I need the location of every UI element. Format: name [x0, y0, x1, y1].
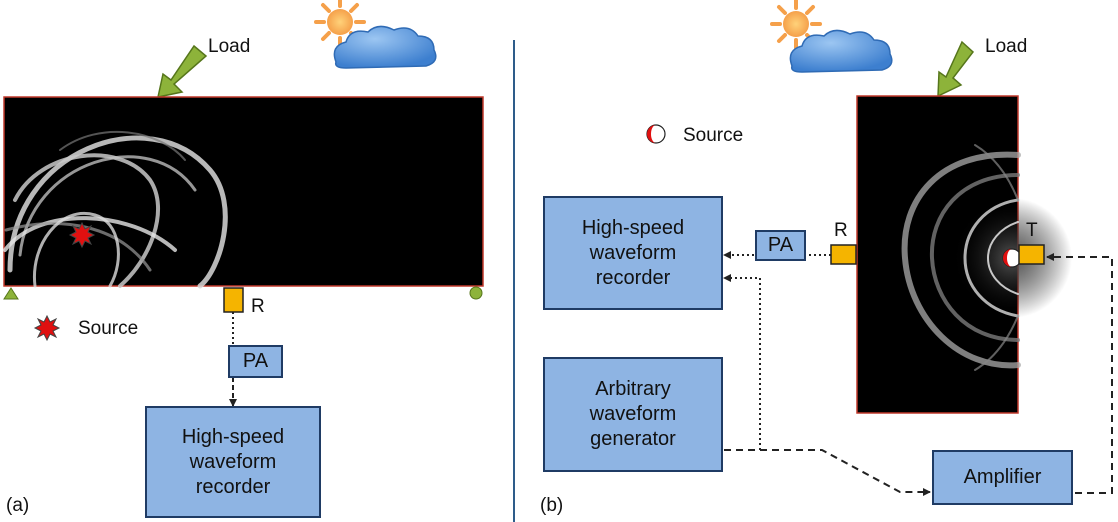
weather-icon-b [770, 0, 893, 73]
preamp-box-a: PA [228, 345, 283, 378]
weather-icon [314, 0, 437, 69]
amplifier-box: Amplifier [932, 450, 1073, 505]
preamp-box-b: PA [755, 230, 806, 261]
panel-tag-a: (a) [6, 495, 30, 516]
load-label-b: Load [985, 36, 1028, 57]
source-legend-icon-b [646, 124, 666, 144]
cloud-icon [333, 25, 437, 69]
receiver-label-a: R [251, 296, 265, 317]
transmitter-sensor-b [1018, 244, 1045, 265]
roller-support [469, 286, 483, 300]
source-legend-icon-a [33, 314, 61, 342]
link-amplifier-to-transmitter [1046, 253, 1113, 494]
link-generator-to-amplifier [724, 449, 931, 496]
receiver-sensor-a [223, 287, 244, 313]
link-generator-trigger [723, 274, 761, 450]
source-label-b: Source [683, 125, 744, 146]
transmitter-label-b: T [1026, 220, 1038, 241]
sun-icon [314, 0, 366, 48]
receiver-label-b: R [834, 220, 848, 241]
pin-support [3, 287, 19, 300]
load-arrow-b [937, 40, 975, 98]
sun-icon [770, 0, 822, 50]
load-label-a: Load [208, 36, 251, 57]
recorder-box-b: High-speed waveform recorder [543, 196, 723, 310]
panel-tag-b: (b) [540, 495, 564, 516]
recorder-box-a: High-speed waveform recorder [145, 406, 321, 518]
load-arrow-a [157, 44, 208, 98]
receiver-sensor-b [830, 244, 857, 265]
cloud-icon [789, 29, 893, 73]
generator-box: Arbitrary waveform generator [543, 357, 723, 472]
source-marker-a [68, 221, 96, 249]
specimen-beam-a [3, 96, 484, 289]
source-label-a: Source [78, 318, 139, 339]
specimen-column-b [856, 95, 1072, 414]
